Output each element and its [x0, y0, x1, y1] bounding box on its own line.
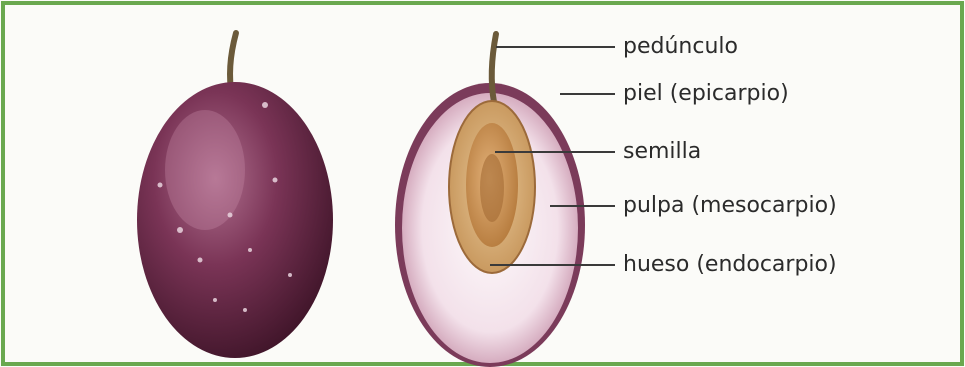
label-skin: piel (epicarpio) [623, 81, 789, 107]
whole-plum-body [137, 82, 333, 358]
label-seed: semilla [623, 139, 701, 165]
label-peduncle: pedúnculo [623, 34, 738, 60]
cut-plum-seed-core [480, 154, 504, 222]
label-stone: hueso (endocarpio) [623, 252, 837, 278]
label-pulp: pulpa (mesocarpio) [623, 193, 837, 219]
whole-plum-highlight [165, 110, 245, 230]
